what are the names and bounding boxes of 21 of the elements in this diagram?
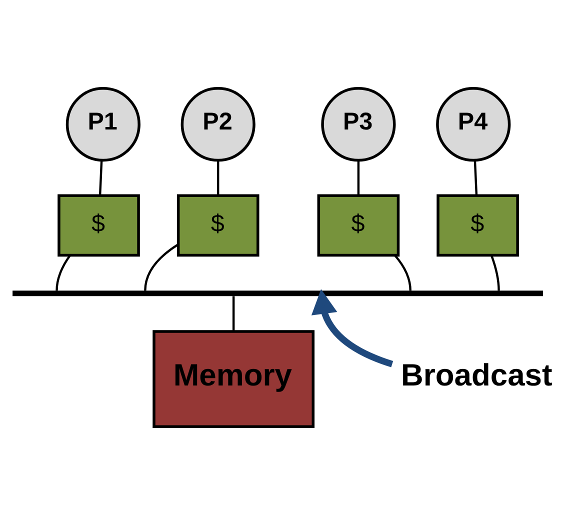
node-bar	[12, 290, 543, 296]
connector	[394, 254, 412, 290]
node-box: $	[176, 194, 260, 256]
node-text: Broadcast	[400, 357, 552, 392]
node-box: Memory	[152, 330, 315, 428]
node-box: $	[317, 194, 400, 256]
node-circle: P1	[66, 86, 140, 162]
arrow	[311, 288, 394, 367]
node-circle: P4	[436, 86, 511, 162]
connector	[232, 296, 235, 331]
connector	[474, 160, 478, 195]
connector	[217, 160, 220, 195]
connector	[144, 243, 179, 290]
connector	[357, 160, 360, 195]
node-box: $	[58, 194, 140, 256]
connector	[490, 254, 500, 290]
connector	[98, 160, 103, 195]
connector	[56, 254, 71, 290]
node-box: $	[436, 194, 519, 256]
node-circle: P2	[180, 86, 256, 162]
node-circle: P3	[321, 86, 396, 162]
